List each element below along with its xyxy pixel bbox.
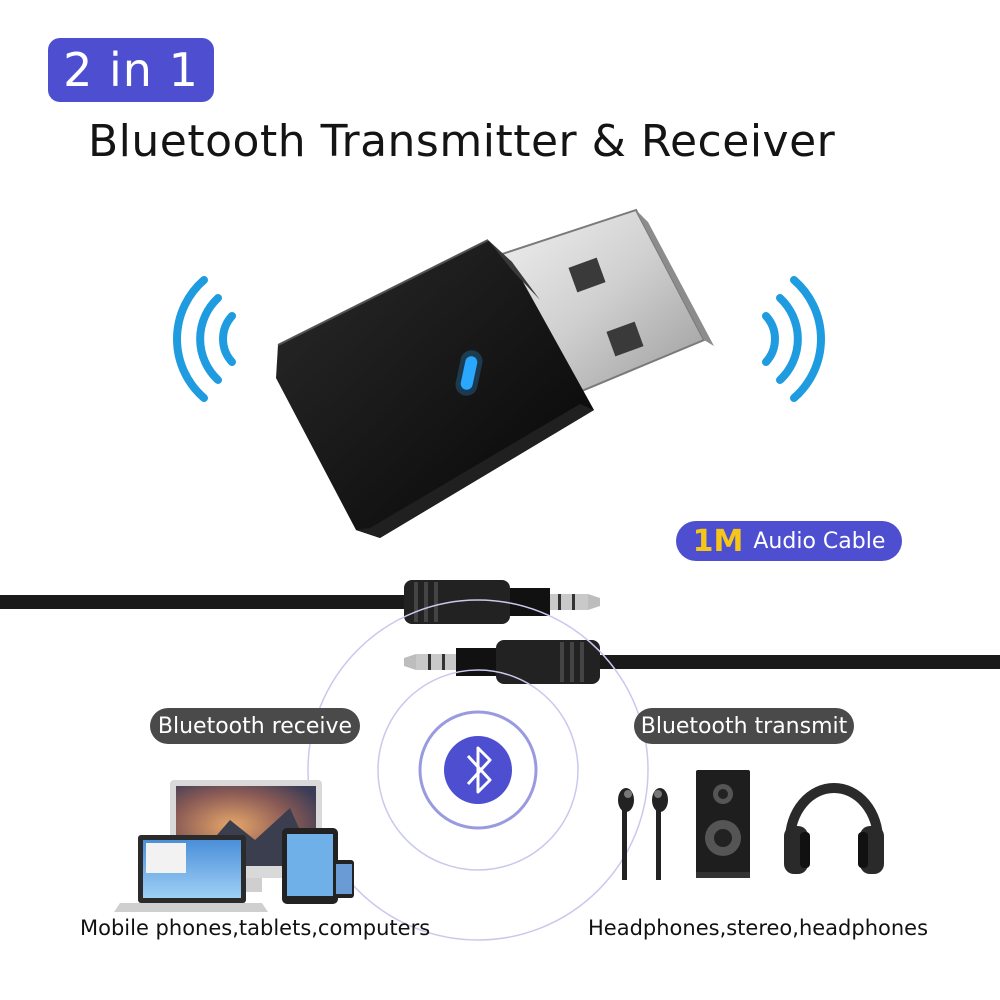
transmit-label: Bluetooth transmit [634,708,854,744]
two-in-one-badge: 2 in 1 [48,38,214,102]
left-caption: Mobile phones,tablets,computers [80,916,431,940]
range-circles [307,599,649,941]
bluetooth-icon [444,736,512,804]
page-title: Bluetooth Transmitter & Receiver [88,116,836,167]
cable-length: 1M [692,523,744,559]
cable-badge: 1M Audio Cable [676,521,902,561]
cable-label: Audio Cable [753,528,886,554]
smartphone [334,860,354,898]
tablet [282,828,338,904]
receive-label: Bluetooth receive [150,708,360,744]
macbook [114,835,268,912]
audio-jack [404,640,600,684]
audio-cable [0,580,1000,684]
usb-dongle [276,208,714,538]
right-caption: Headphones,stereo,headphones [588,916,929,940]
over-ear-headphones [784,783,884,874]
earbuds [618,788,668,880]
signal-waves-icon [173,276,825,402]
speaker [696,770,750,878]
